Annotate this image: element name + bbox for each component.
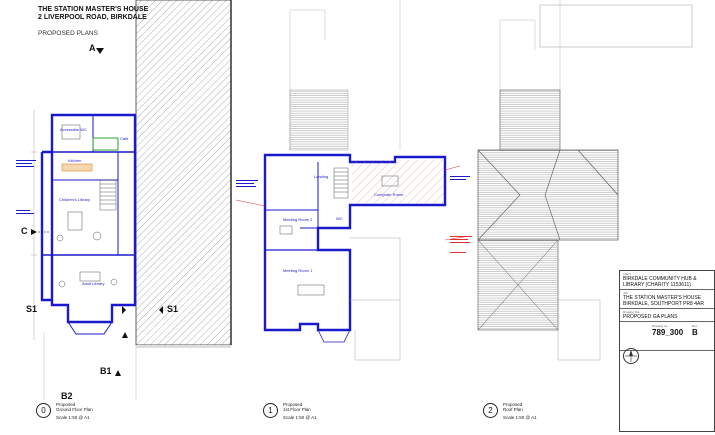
drawing-number-label: Drawing no. — [652, 324, 669, 328]
north-point-icon — [623, 348, 639, 364]
section-label-s1-right: S1 — [167, 304, 179, 314]
client-value: Birkdale Community Hub & Library (Charit… — [623, 276, 697, 288]
room-cafe: Café — [120, 136, 129, 141]
room-computer: Computer Room — [374, 192, 404, 197]
section-label-c: C — [21, 226, 28, 236]
section-label-b2: B2 — [61, 391, 73, 401]
caption-number-first: 1 — [263, 403, 278, 418]
ground-floor-plan — [31, 110, 231, 400]
caption-title-first: Proposed 1st Floor Plan — [283, 402, 311, 412]
project-value: The Station Master's House Birkdale, Sou… — [623, 295, 704, 307]
section-marker-arrows — [31, 48, 163, 376]
drawing-number: 789_300 — [652, 328, 684, 337]
first-floor-plan — [235, 0, 471, 361]
title-block-drawing: Drawing title Proposed GA Plans — [620, 309, 714, 322]
caption-title-roof-line2: Roof Plan — [503, 407, 523, 412]
annotation-clusters — [16, 160, 470, 214]
room-adult-library: Adult Library — [82, 281, 105, 286]
caption-scale-first: Scale 1:50 @ A1 — [283, 415, 317, 420]
room-wc: WC — [336, 216, 343, 221]
caption-number-roof: 2 — [483, 403, 498, 418]
room-accessible-wc: Accessible WC — [60, 127, 87, 132]
revision-label: Rev — [692, 324, 698, 328]
caption-scale-ground: Scale 1:50 @ A1 — [56, 415, 90, 420]
caption-title-ground-line1: Proposed — [56, 402, 76, 407]
caption-title-first-line1: Proposed — [283, 402, 303, 407]
section-label-b1: B1 — [100, 366, 112, 376]
caption-number-ground: 0 — [36, 403, 51, 418]
section-label-s1-left: S1 — [26, 304, 38, 314]
project-title-line2: 2 LIVERPOOL ROAD, BIRKDALE — [38, 14, 147, 21]
caption-title-roof: Proposed Roof Plan — [503, 402, 523, 412]
project-title-line1: THE STATION MASTER'S HOUSE — [38, 6, 149, 13]
adjacent-property-hatch — [135, 0, 232, 346]
roof-plan — [477, 0, 619, 361]
room-meeting-1: Meeting Room 1 — [283, 268, 313, 273]
project-label: Job — [623, 291, 628, 295]
caption-title-roof-line1: Proposed — [503, 402, 523, 407]
project-title: THE STATION MASTER'S HOUSE 2 LIVERPOOL R… — [38, 6, 148, 22]
drawing-label: Drawing title — [623, 310, 640, 314]
section-label-a: A — [89, 43, 96, 53]
sheet-subtitle: PROPOSED PLANS — [38, 30, 98, 37]
room-childrens-library: Children's Library — [59, 197, 90, 202]
revision-value: B — [692, 328, 698, 337]
caption-title-ground-line2: Ground Floor Plan — [56, 407, 93, 412]
title-block-number: Drawing no. 789_300 Rev B — [620, 322, 714, 351]
title-block-client: Client Birkdale Community Hub & Library … — [620, 271, 714, 290]
client-label: Client — [623, 272, 631, 276]
room-kitchen: Kitchen — [68, 158, 82, 163]
caption-title-first-line2: 1st Floor Plan — [283, 407, 311, 412]
room-landing: Landing — [314, 174, 329, 179]
room-meeting-2: Meeting Room 2 — [283, 217, 313, 222]
caption-title-ground: Proposed Ground Floor Plan — [56, 402, 93, 412]
caption-scale-roof: Scale 1:50 @ A1 — [503, 415, 537, 420]
drawing-value: Proposed GA Plans — [623, 314, 678, 320]
title-block-project: Job The Station Master's House Birkdale,… — [620, 290, 714, 309]
